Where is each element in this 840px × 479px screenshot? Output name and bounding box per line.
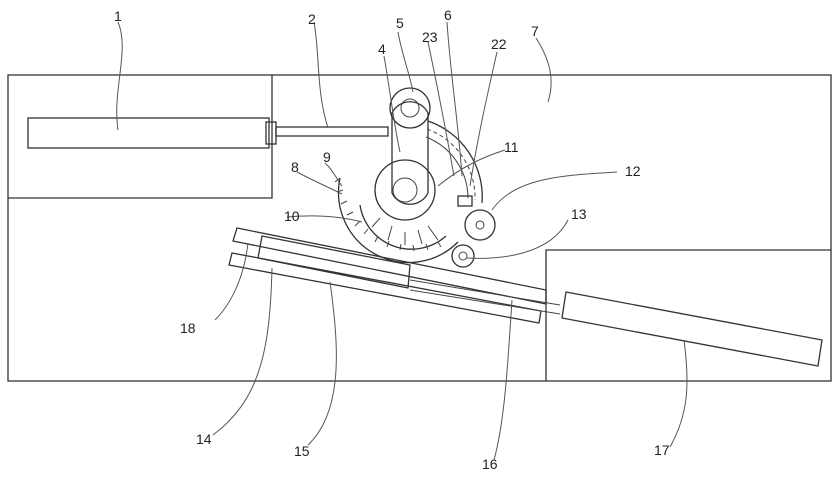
- label-8: 8: [291, 159, 299, 175]
- drive-gear-hub: [459, 252, 467, 260]
- label-6: 6: [444, 7, 452, 23]
- label-1: 1: [114, 8, 122, 24]
- piston-rod: [276, 127, 388, 136]
- lower-cylinder: [562, 292, 822, 366]
- guide-rail-15: [229, 253, 541, 323]
- label-12: 12: [625, 163, 641, 179]
- label-14: 14: [196, 431, 212, 447]
- label-7: 7: [531, 23, 539, 39]
- label-5: 5: [396, 15, 404, 31]
- pinion-gear: [465, 210, 495, 240]
- label-11: 11: [504, 139, 519, 155]
- label-16: 16: [482, 456, 498, 472]
- pinion-hub: [476, 221, 484, 229]
- label-23: 23: [422, 29, 438, 45]
- label-2: 2: [308, 11, 316, 27]
- upper-left-housing: [8, 75, 272, 198]
- drive-gear: [452, 245, 474, 267]
- label-13: 13: [571, 206, 587, 222]
- label-10: 10: [284, 208, 300, 224]
- cylinder-body: [28, 118, 269, 148]
- label-4: 4: [378, 41, 386, 57]
- cylinder-cap: [266, 122, 276, 144]
- label-22: 22: [491, 36, 507, 52]
- label-15: 15: [294, 443, 310, 459]
- label-17: 17: [654, 442, 670, 458]
- push-rod-16: [410, 280, 560, 314]
- sector-gear-inner: [360, 205, 446, 249]
- sector-spokes: [372, 218, 438, 245]
- leaders: [117, 22, 687, 460]
- bracket-6: [458, 196, 472, 206]
- label-9: 9: [323, 149, 331, 165]
- label-18: 18: [180, 320, 196, 336]
